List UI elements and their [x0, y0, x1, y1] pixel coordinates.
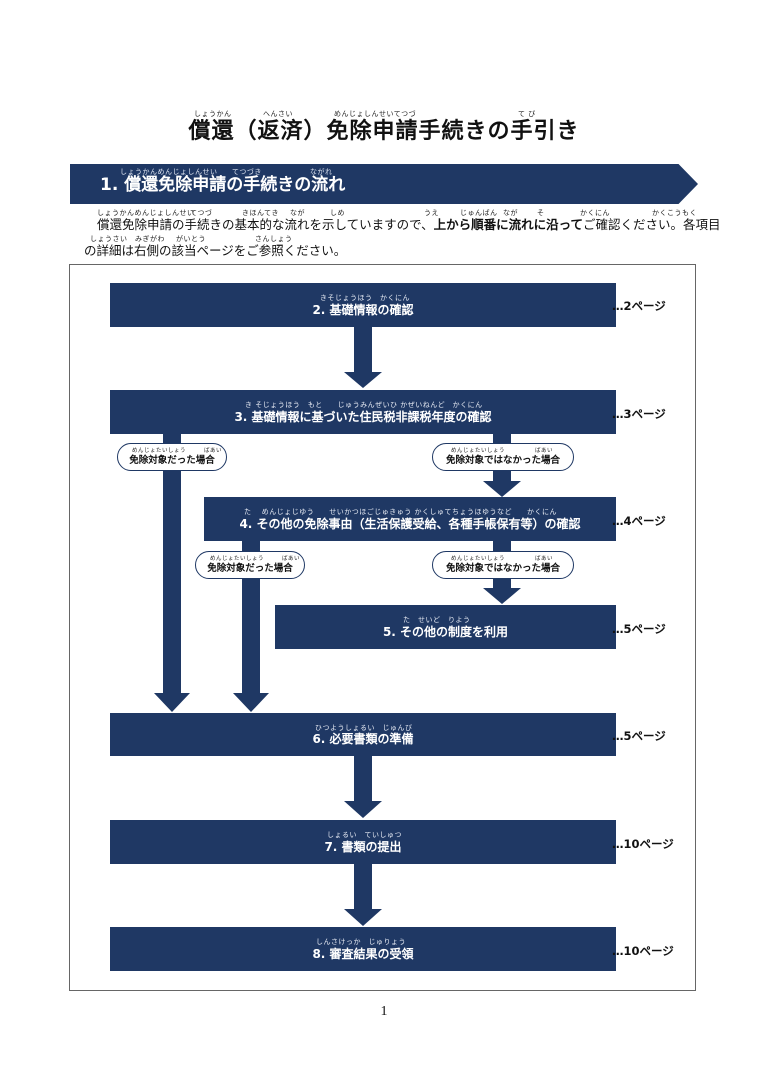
arrow-4-to-6 [233, 541, 269, 712]
arrow-7-to-8 [344, 864, 382, 926]
title-ruby-3: めんじょしんせいてつづ [334, 110, 417, 118]
intro-ruby: そ [537, 209, 545, 217]
step-7-box: しょるい ていしゅつ 7. 書類の提出 [110, 820, 616, 864]
step-5-box: た せいど りよう 5. その他の制度を利用 [275, 605, 616, 649]
page-ref-5: …5ページ [612, 622, 666, 636]
intro-ruby: うえ [424, 209, 439, 217]
branch-not-exempt-pill: めんじょたいしょう ばあい 免除対象ではなかった場合 [432, 443, 574, 471]
step-label: 5. その他の制度を利用 [382, 625, 509, 639]
heading-ruby-2: てつづき [232, 168, 262, 176]
step-ruby: ひつようしょるい じゅんび [315, 724, 413, 732]
page-ref-4: …4ページ [612, 514, 666, 528]
section-heading: 1. 償還免除申請の手続きの流れ [100, 175, 346, 195]
section-banner [70, 164, 698, 204]
arrow-6-to-7 [344, 756, 382, 818]
intro-ruby: みぎがわ [135, 235, 165, 243]
intro-ruby: じゅんばん [460, 209, 498, 217]
pill-ruby: めんじょたいしょう ばあい [451, 556, 554, 562]
arrow-3-to-6 [154, 434, 190, 712]
intro-ruby: てつづ [190, 209, 213, 217]
intro-ruby: かくにん [580, 209, 610, 217]
step-label: 3. 基礎情報に基づいた住民税非課税年度の確認 [234, 410, 492, 424]
pill-ruby: めんじょたいしょう ばあい [132, 448, 223, 454]
flowchart-frame [69, 264, 696, 991]
intro-ruby: かくこうもく [652, 209, 697, 217]
page-ref-8: …10ページ [612, 944, 674, 958]
step-2-box: きそじょうほう かくにん 2. 基礎情報の確認 [110, 283, 616, 327]
pill-label: 免除対象ではなかった場合 [445, 563, 560, 574]
step-6-box: ひつようしょるい じゅんび 6. 必要書類の準備 [110, 713, 616, 756]
step-ruby: しんさけっか じゅりょう [316, 938, 406, 946]
step-label: 2. 基礎情報の確認 [312, 303, 414, 317]
step-ruby: きそじょうほう かくにん [320, 294, 410, 302]
pill-ruby: めんじょたいしょう ばあい [210, 556, 301, 562]
page-ref-3: …3ページ [612, 407, 666, 421]
step-ruby: た めんじょじゆう せいかつほごじゅきゅう かくしゅてちょうほゆうなど かくにん [244, 508, 557, 516]
pill-label: 免除対象だった場合 [129, 455, 215, 466]
intro-ruby: きほんてき [242, 209, 279, 217]
title-ruby-2: へんさい [263, 110, 293, 118]
pill-label: 免除対象だった場合 [207, 563, 293, 574]
step-label: 6. 必要書類の準備 [312, 732, 414, 746]
heading-ruby-1: しょうかんめんじょしんせい [120, 168, 218, 176]
step-label: 8. 審査結果の受領 [312, 947, 414, 961]
step-ruby: き そじょうほう もと じゅうみんぜいひ かぜいねんど かくにん [245, 401, 483, 409]
page-ref-2: …2ページ [612, 299, 666, 313]
title-ruby-1: しょうかん [194, 110, 232, 118]
arrow-2-to-3 [344, 327, 382, 388]
branch-not-exempt-pill: めんじょたいしょう ばあい 免除対象ではなかった場合 [432, 551, 574, 579]
intro-ruby: しめ [330, 209, 345, 217]
intro-ruby: しょうかんめんじょしんせい [97, 209, 195, 217]
step-ruby: しょるい ていしゅつ [327, 831, 402, 839]
step-label: 4. その他の免除事由（生活保護受給、各種手帳保有等）の確認 [239, 517, 581, 531]
intro-ruby: さんしょう [255, 235, 293, 243]
page-ref-7: …10ページ [612, 837, 674, 851]
intro-ruby: がいとう [176, 235, 206, 243]
page-ref-6: …5ページ [612, 729, 666, 743]
page-title: 償還（返済）免除申請手続きの手引き [188, 119, 580, 144]
pill-label: 免除対象ではなかった場合 [445, 455, 560, 466]
page-number: 1 [380, 1004, 388, 1019]
intro-ruby: なが [503, 209, 518, 217]
step-ruby: た せいど りよう [403, 616, 471, 624]
pill-ruby: めんじょたいしょう ばあい [451, 448, 554, 454]
intro-line-2: の詳細は右側の該当ページをご参照ください。 [84, 243, 347, 258]
step-label: 7. 書類の提出 [324, 840, 402, 854]
branch-exempt-pill: めんじょたいしょう ばあい 免除対象だった場合 [117, 443, 227, 471]
title-ruby-4: て び [518, 110, 536, 118]
step-3-box: き そじょうほう もと じゅうみんぜいひ かぜいねんど かくにん 3. 基礎情報… [110, 390, 616, 434]
step-8-box: しんさけっか じゅりょう 8. 審査結果の受領 [110, 927, 616, 971]
intro-ruby: なが [290, 209, 305, 217]
branch-exempt-pill: めんじょたいしょう ばあい 免除対象だった場合 [195, 551, 305, 579]
intro-ruby: しょうさい [90, 235, 128, 243]
intro-line-1: 償還免除申請の手続きの基本的な流れを示していますので、上から順番に流れに沿ってご… [97, 217, 721, 232]
heading-ruby-3: ながれ [310, 168, 333, 176]
step-4-box: た めんじょじゆう せいかつほごじゅきゅう かくしゅてちょうほゆうなど かくにん… [204, 497, 616, 541]
